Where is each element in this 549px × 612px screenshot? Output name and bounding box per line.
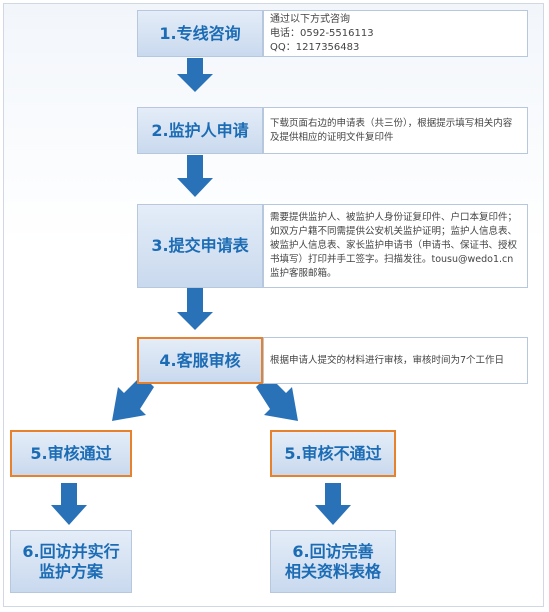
arrow-diag-right bbox=[256, 375, 298, 421]
desc-1-line-3: QQ：1217356483 bbox=[270, 42, 360, 53]
step-1-consult: 1.专线咨询 bbox=[137, 10, 263, 57]
step-6-pass: 6.回访并实行 监护方案 bbox=[10, 530, 132, 593]
desc-3-line-3: 被监护人信息表、家长监护申请书（申请书、保证书、授权 bbox=[270, 240, 518, 251]
step-5-pass-label: 5.审核通过 bbox=[30, 443, 112, 463]
arrow-down-3 bbox=[177, 288, 213, 330]
arrow-down-right bbox=[315, 483, 351, 525]
desc-3-line-2: 如双方户籍不同需提供公安机关监护证明；监护人信息表、 bbox=[270, 226, 518, 237]
diagram-frame bbox=[3, 3, 544, 607]
desc-3-line-5: 监护客服邮箱。 bbox=[270, 268, 337, 279]
desc-1-consult: 通过以下方式咨询 电话：0592-5516113 QQ：1217356483 bbox=[263, 10, 528, 57]
step-2-label: 2.监护人申请 bbox=[151, 120, 249, 140]
desc-2-apply: 下载页面右边的申请表（共三份），根据提示填写相关内容 及提供相应的证明文件复印件 bbox=[263, 107, 528, 154]
arrow-down-left bbox=[51, 483, 87, 525]
step-4-label: 4.客服审核 bbox=[159, 350, 241, 370]
desc-3-line-1: 需要提供监护人、被监护人身份证复印件、户口本复印件； bbox=[270, 212, 518, 223]
step-1-label: 1.专线咨询 bbox=[159, 23, 241, 43]
desc-2-line-2: 及提供相应的证明文件复印件 bbox=[270, 132, 394, 143]
desc-2-line-1: 下载页面右边的申请表（共三份），根据提示填写相关内容 bbox=[270, 118, 513, 129]
desc-4-review: 根据申请人提交的材料进行审核，审核时间为7个工作日 bbox=[263, 337, 528, 384]
desc-3-line-4: 书填写）打印并手工签字。扫描发往。tousu@wedo1.cn bbox=[270, 254, 514, 265]
step-5-fail: 5.审核不通过 bbox=[270, 430, 396, 477]
desc-1-line-2: 电话：0592-5516113 bbox=[270, 28, 374, 39]
step-2-apply: 2.监护人申请 bbox=[137, 107, 263, 154]
arrow-diag-left bbox=[112, 375, 154, 421]
step-4-review: 4.客服审核 bbox=[137, 337, 263, 384]
step-5-pass: 5.审核通过 bbox=[10, 430, 132, 477]
step-6-fail-line-1: 6.回访完善 bbox=[292, 541, 374, 561]
desc-4-line-1: 根据申请人提交的材料进行审核，审核时间为7个工作日 bbox=[270, 355, 505, 366]
step-5-fail-label: 5.审核不通过 bbox=[284, 443, 382, 463]
step-6-pass-line-1: 6.回访并实行 bbox=[22, 541, 120, 561]
step-6-fail: 6.回访完善 相关资料表格 bbox=[270, 530, 396, 593]
step-3-label: 3.提交申请表 bbox=[151, 236, 249, 255]
arrow-down-1 bbox=[177, 58, 213, 92]
arrow-down-2 bbox=[177, 155, 213, 197]
step-3-submit: 3.提交申请表 bbox=[137, 204, 263, 288]
step-6-fail-line-2: 相关资料表格 bbox=[284, 561, 381, 581]
desc-3-submit: 需要提供监护人、被监护人身份证复印件、户口本复印件； 如双方户籍不同需提供公安机… bbox=[263, 204, 528, 288]
step-6-pass-line-2: 监护方案 bbox=[38, 561, 103, 581]
desc-1-line-1: 通过以下方式咨询 bbox=[270, 14, 350, 25]
